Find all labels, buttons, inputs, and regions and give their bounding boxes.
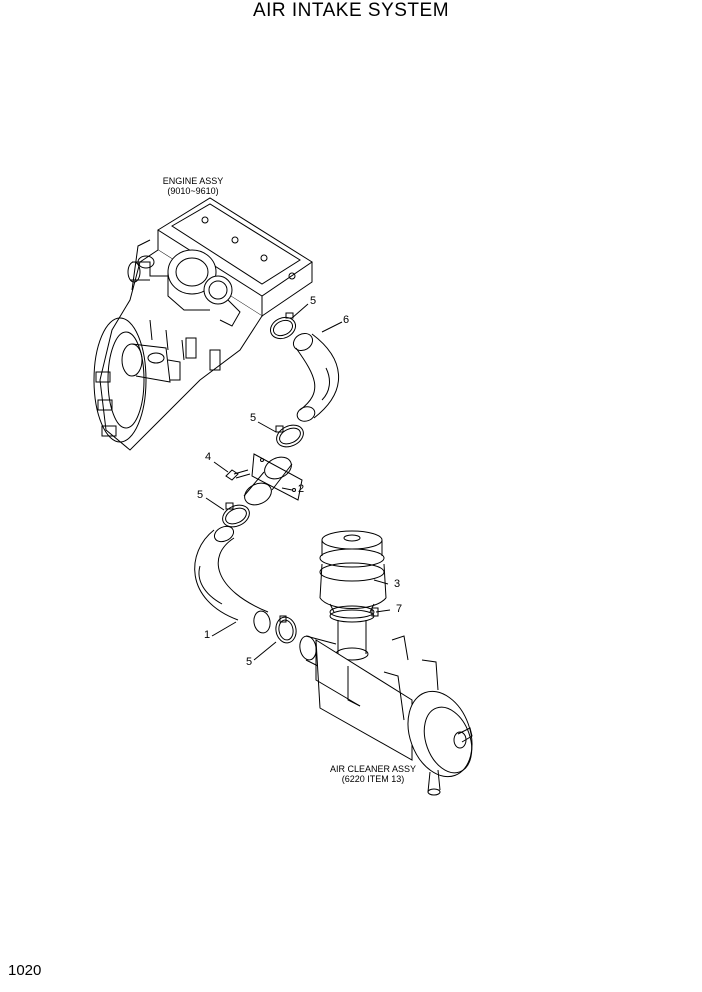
engine-assy-name: ENGINE ASSY [162, 176, 224, 186]
adapter-pipe-2 [241, 453, 302, 509]
callout-2: 2 [298, 483, 305, 495]
air-cleaner-assy-ref: (6220 ITEM 13) [341, 774, 405, 784]
page-title: AIR INTAKE SYSTEM [252, 0, 450, 21]
engine-assembly [94, 198, 312, 450]
band-clamp-7 [330, 606, 378, 622]
callout-5-bottom: 5 [246, 656, 253, 668]
air-cleaner-assy-label: AIR CLEANER ASSY (6220 ITEM 13) [318, 764, 428, 784]
callout-6: 6 [343, 314, 350, 326]
callout-7: 7 [396, 603, 403, 615]
page-number: 1020 [8, 962, 42, 979]
hose-clamp-5-upper [267, 313, 299, 343]
air-cleaner-assembly [298, 620, 483, 795]
hose-clamp-5-mid [273, 421, 307, 451]
hose-clamp-5-lower [219, 501, 253, 531]
callout-5-mid: 5 [250, 412, 257, 424]
callout-4: 4 [205, 451, 212, 463]
elbow-hose-1 [195, 523, 272, 634]
callout-5-upper: 5 [310, 295, 317, 307]
callout-1: 1 [204, 629, 211, 641]
engine-assy-label: ENGINE ASSY (9010~9610) [148, 176, 238, 196]
valve-cover-bolts [202, 217, 295, 279]
air-cleaner-assy-name: AIR CLEANER ASSY [329, 764, 417, 774]
bolt-4 [226, 470, 250, 480]
hose-clamp-5-bottom [274, 615, 298, 644]
callout-5-lower: 5 [197, 489, 204, 501]
engine-assy-ref: (9010~9610) [167, 186, 219, 196]
pre-cleaner-3 [320, 531, 386, 612]
callout-3: 3 [394, 578, 401, 590]
leader-lines [206, 304, 390, 660]
elbow-hose-6 [290, 330, 338, 424]
